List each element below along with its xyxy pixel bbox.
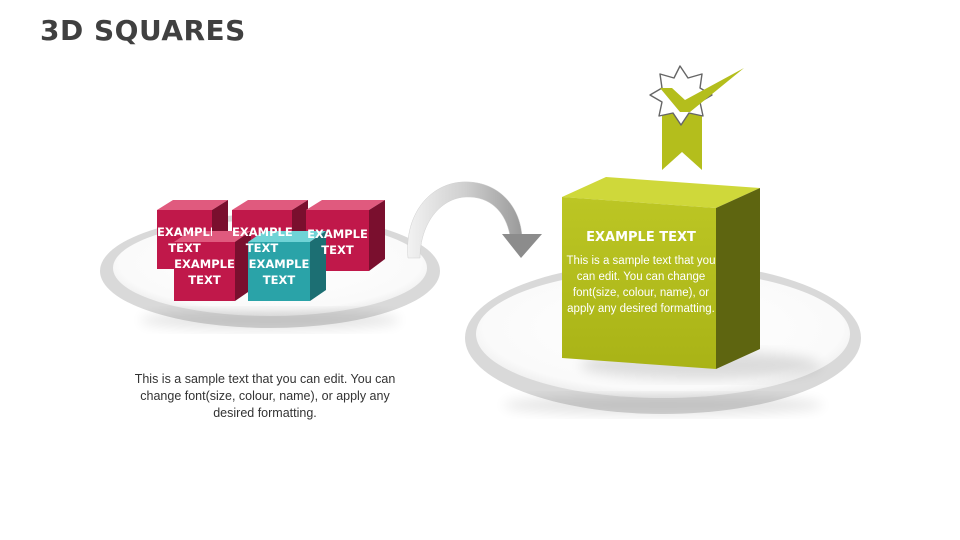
big-cube <box>562 177 820 379</box>
cube-front-1 <box>174 231 251 301</box>
curved-arrow-icon <box>407 181 542 259</box>
star-ribbon-checkmark-icon <box>649 65 744 170</box>
cube-back-3-label: EXAMPLE TEXT <box>307 227 368 257</box>
cube-back-1-label: EXAMPLE TEXT <box>157 225 212 255</box>
page-title: 3D SQUARES <box>40 14 246 47</box>
left-caption: This is a sample text that you can edit.… <box>134 372 396 420</box>
cube-front-2-label: EXAMPLE TEXT <box>248 257 310 287</box>
cube-front-1-label: EXAMPLE TEXT <box>174 257 235 287</box>
cube-back-2-label: EXAMPLE TEXT <box>232 225 292 255</box>
big-cube-text: EXAMPLE TEXT This is a sample text that … <box>561 230 721 317</box>
big-cube-body: This is a sample text that you can edit.… <box>566 255 716 315</box>
big-cube-title: EXAMPLE TEXT <box>586 230 696 245</box>
cube-front-2 <box>248 231 326 301</box>
